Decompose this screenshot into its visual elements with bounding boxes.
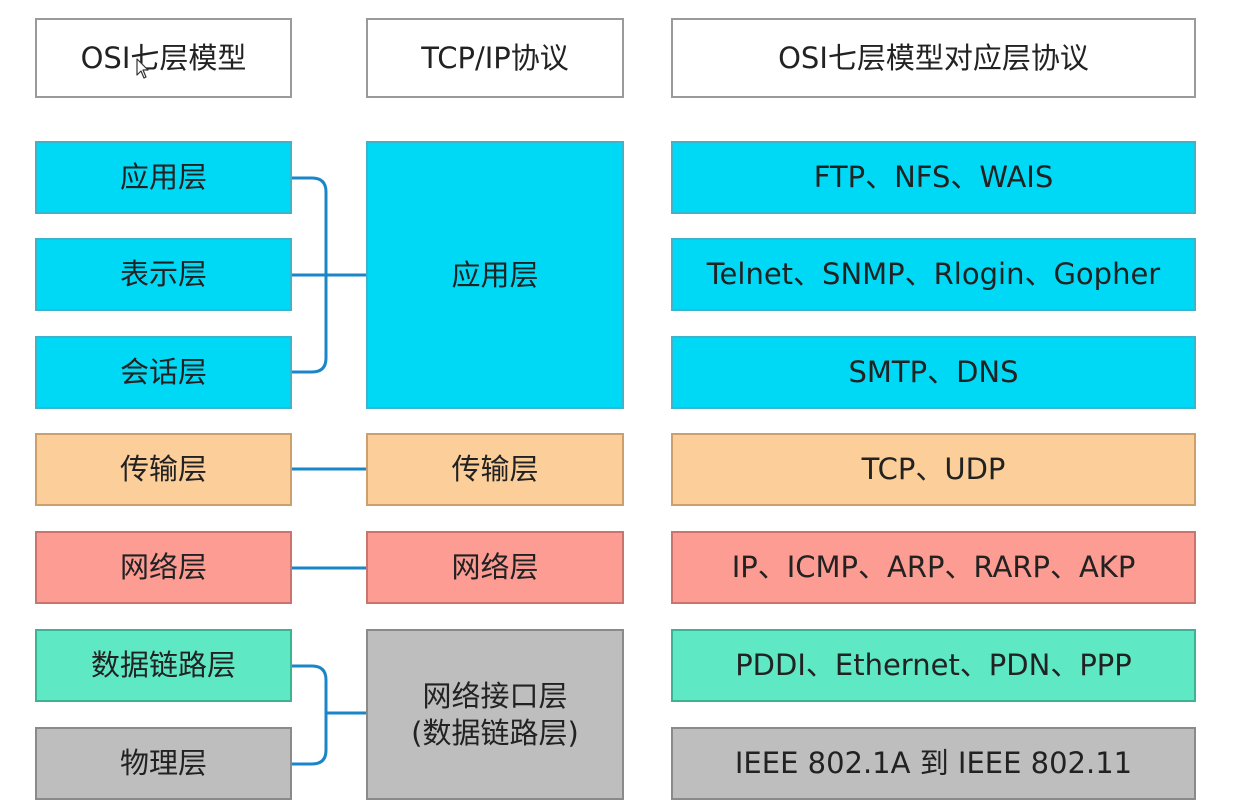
osi-layer-network: 网络层 bbox=[35, 531, 292, 604]
header-protocols: OSI七层模型对应层协议 bbox=[671, 18, 1196, 98]
protocol-list: TCP、UDP bbox=[861, 452, 1006, 487]
osi-layer-datalink: 数据链路层 bbox=[35, 629, 292, 702]
header-tcpip-label: TCP/IP协议 bbox=[421, 40, 569, 75]
tcpip-layer-application: 应用层 bbox=[366, 141, 624, 409]
osi-layer-application: 应用层 bbox=[35, 141, 292, 214]
header-osi-model-label: OSI七层模型 bbox=[80, 40, 247, 75]
tcpip-layer-label: 应用层 bbox=[451, 257, 539, 292]
osi-layer-session: 会话层 bbox=[35, 336, 292, 409]
header-tcpip: TCP/IP协议 bbox=[366, 18, 624, 98]
connector-interface-bracket bbox=[292, 664, 328, 766]
protocol-list: PDDI、Ethernet、PDN、PPP bbox=[735, 648, 1132, 683]
protocol-list: Telnet、SNMP、Rlogin、Gopher bbox=[706, 257, 1161, 292]
protocol-list: IP、ICMP、ARP、RARP、AKP bbox=[731, 550, 1136, 585]
osi-layer-physical: 物理层 bbox=[35, 727, 292, 800]
tcpip-layer-label: 网络层 bbox=[451, 550, 539, 585]
protocol-row-network: IP、ICMP、ARP、RARP、AKP bbox=[671, 531, 1196, 604]
tcpip-layer-network: 网络层 bbox=[366, 531, 624, 604]
osi-layer-label: 应用层 bbox=[119, 160, 207, 195]
osi-layer-transport: 传输层 bbox=[35, 433, 292, 506]
tcpip-layer-network-interface: 网络接口层 (数据链路层) bbox=[366, 629, 624, 800]
protocol-list: FTP、NFS、WAIS bbox=[813, 160, 1054, 195]
osi-layer-label: 网络层 bbox=[119, 550, 207, 585]
tcpip-layer-label-line2: (数据链路层) bbox=[411, 715, 579, 750]
header-osi-model: OSI七层模型 bbox=[35, 18, 292, 98]
protocol-row-transport: TCP、UDP bbox=[671, 433, 1196, 506]
osi-layer-presentation: 表示层 bbox=[35, 238, 292, 311]
osi-layer-label: 会话层 bbox=[119, 355, 207, 390]
tcpip-layer-label-line1: 网络接口层 bbox=[422, 679, 568, 714]
tcpip-layer-label: 传输层 bbox=[451, 452, 539, 487]
protocol-list: SMTP、DNS bbox=[848, 355, 1019, 390]
protocol-row-application-2: Telnet、SNMP、Rlogin、Gopher bbox=[671, 238, 1196, 311]
osi-layer-label: 传输层 bbox=[119, 452, 207, 487]
mouse-pointer-icon bbox=[136, 58, 149, 79]
tcpip-layer-transport: 传输层 bbox=[366, 433, 624, 506]
osi-layer-label: 数据链路层 bbox=[90, 648, 236, 683]
osi-layer-label: 物理层 bbox=[119, 746, 207, 781]
connector-application-bracket bbox=[292, 176, 328, 374]
protocol-row-application-1: FTP、NFS、WAIS bbox=[671, 141, 1196, 214]
protocol-row-application-3: SMTP、DNS bbox=[671, 336, 1196, 409]
protocol-row-datalink: PDDI、Ethernet、PDN、PPP bbox=[671, 629, 1196, 702]
protocol-row-physical: IEEE 802.1A 到 IEEE 802.11 bbox=[671, 727, 1196, 800]
header-protocols-label: OSI七层模型对应层协议 bbox=[778, 40, 1089, 75]
osi-layer-label: 表示层 bbox=[119, 257, 207, 292]
protocol-list: IEEE 802.1A 到 IEEE 802.11 bbox=[734, 746, 1133, 781]
